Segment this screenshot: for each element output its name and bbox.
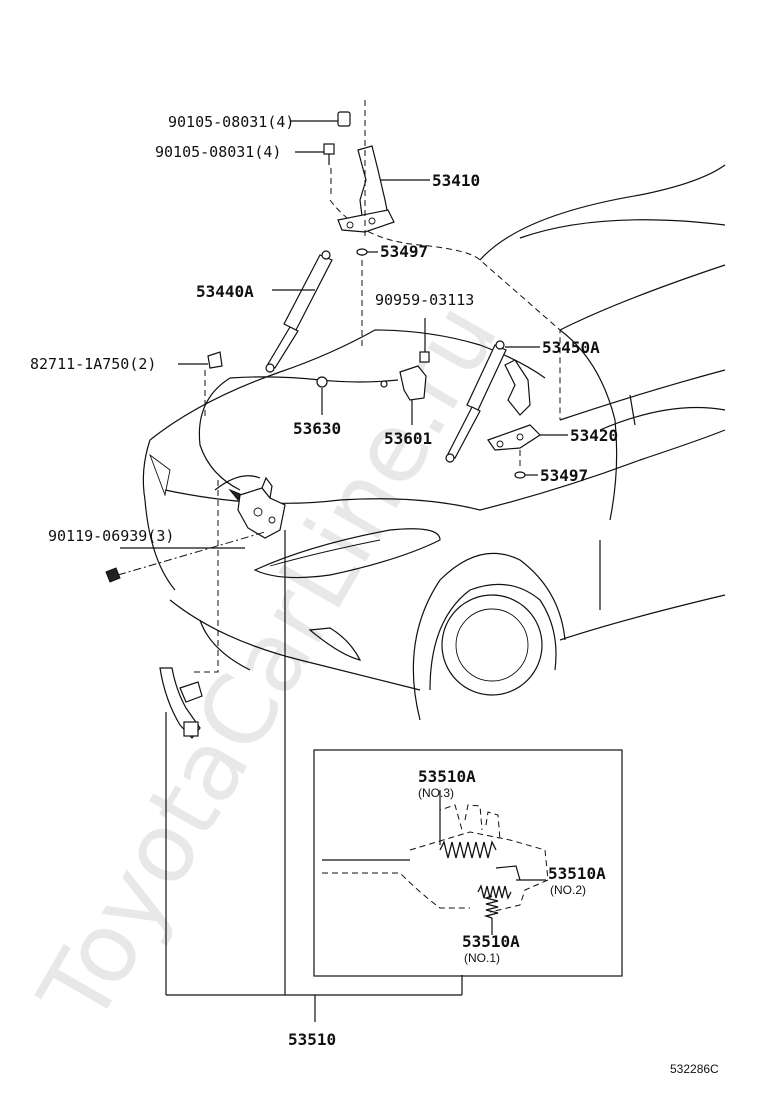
label-53601: 53601 bbox=[384, 429, 432, 448]
bolt-icon-upper bbox=[290, 111, 351, 127]
label-53450A: 53450A bbox=[542, 338, 600, 357]
label-53510A-no1: 53510A bbox=[462, 932, 520, 951]
bolt-icon-lower bbox=[295, 143, 335, 165]
label-53420: 53420 bbox=[570, 426, 618, 445]
washer-icon-upper bbox=[356, 248, 378, 256]
label-53440A: 53440A bbox=[196, 282, 254, 301]
washer-icon-lower bbox=[514, 471, 538, 479]
spring-icon-no3 bbox=[439, 790, 497, 859]
hood-lock-cable-part bbox=[198, 376, 399, 491]
label-53630: 53630 bbox=[293, 419, 341, 438]
assembly-bracket-53510 bbox=[165, 530, 463, 1022]
lock-support-part bbox=[159, 667, 203, 739]
label-90105-08031-lower: 90105-08031(4) bbox=[155, 143, 281, 161]
label-53410: 53410 bbox=[432, 171, 480, 190]
label-53510A-no2-sub: (NO.2) bbox=[550, 883, 586, 897]
label-90119-06939: 90119-06939(3) bbox=[48, 527, 174, 545]
label-53510A-no1-sub: (NO.1) bbox=[464, 951, 500, 965]
hood-lock-assembly-part bbox=[228, 476, 286, 539]
label-90105-08031-upper: 90105-08031(4) bbox=[168, 113, 294, 131]
lock-release-lever-part bbox=[399, 318, 430, 425]
spring-detail-inset bbox=[313, 749, 623, 977]
label-53497-upper: 53497 bbox=[380, 242, 428, 261]
hood-lock-bolt-icon bbox=[105, 567, 121, 583]
hood-hinge-left-part bbox=[337, 145, 430, 233]
label-53510A-no2: 53510A bbox=[548, 864, 606, 883]
label-53510A-no3: 53510A bbox=[418, 767, 476, 786]
label-82711-1A750: 82711-1A750(2) bbox=[30, 355, 156, 373]
diagram-code: 532286C bbox=[670, 1062, 719, 1076]
spring-icon-no2 bbox=[477, 879, 546, 900]
car-body-outline bbox=[142, 164, 726, 721]
label-53510: 53510 bbox=[288, 1030, 336, 1049]
hood-hinge-right-part bbox=[487, 359, 568, 451]
watermark-text: ToyotaCarLine.ru bbox=[17, 285, 519, 1043]
label-53497-lower: 53497 bbox=[540, 466, 588, 485]
wire-clip-icon bbox=[178, 351, 223, 369]
label-53510A-no3-sub: (NO.3) bbox=[418, 786, 454, 800]
hood-support-strut-right bbox=[445, 340, 540, 463]
hood-support-strut-left bbox=[265, 250, 333, 373]
label-90959-03113: 90959-03113 bbox=[375, 291, 474, 309]
spring-icon-no1 bbox=[483, 895, 499, 935]
